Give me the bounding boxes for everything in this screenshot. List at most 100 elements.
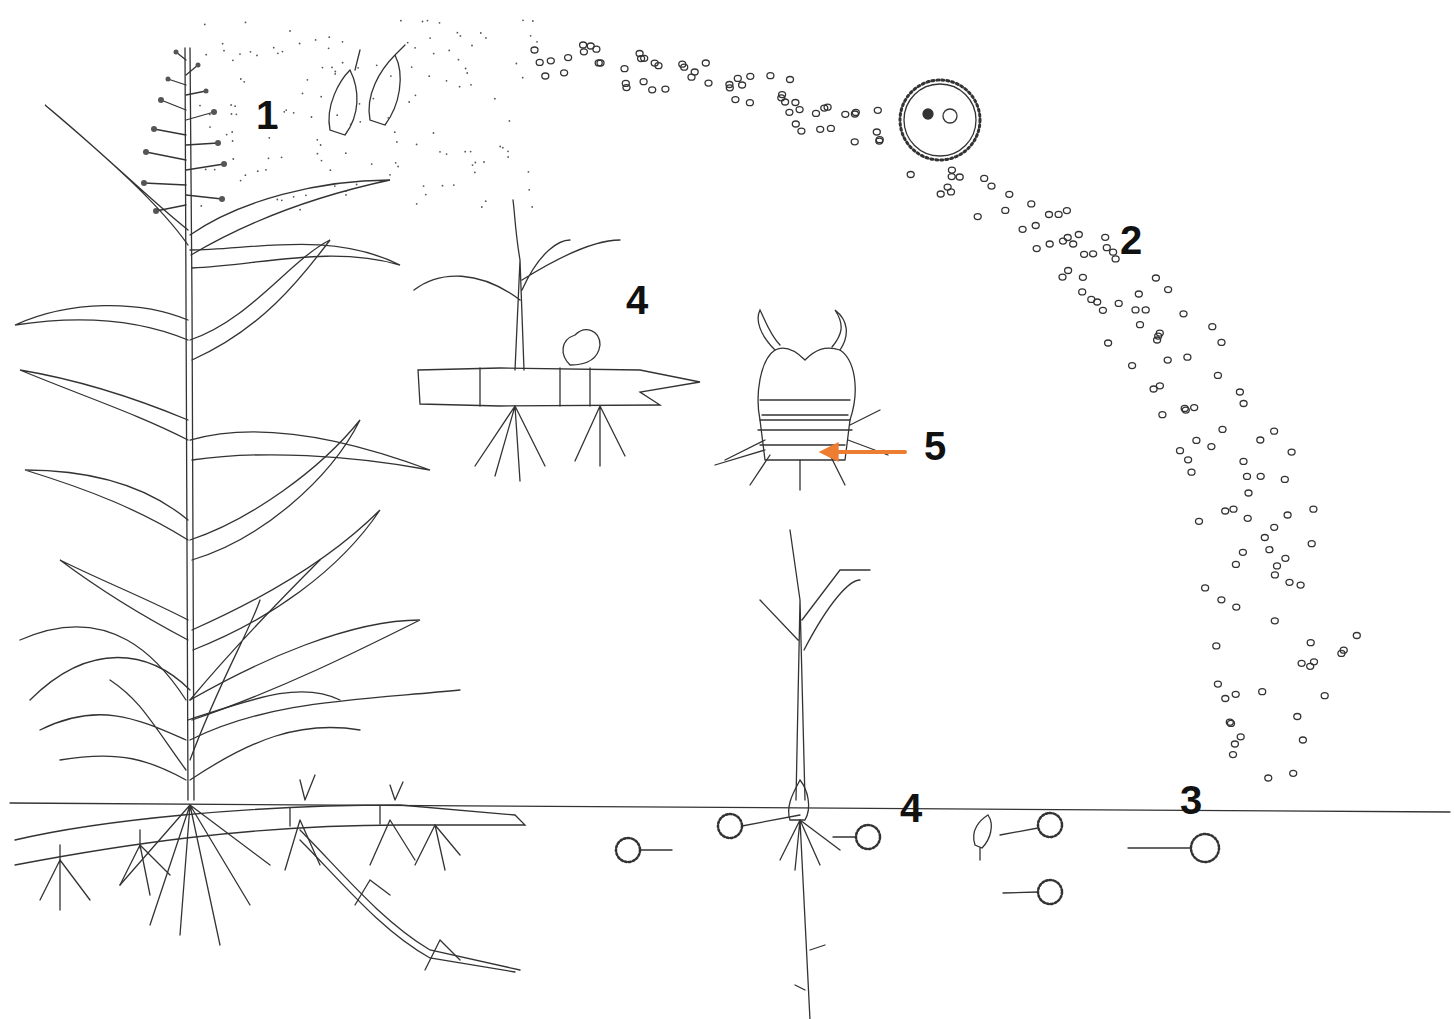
- spore: [623, 85, 630, 91]
- spore: [1290, 770, 1297, 776]
- spore: [1237, 734, 1244, 740]
- spore: [1137, 322, 1144, 328]
- spore: [1240, 458, 1247, 464]
- spore-haze: [205, 54, 207, 56]
- spore-haze: [302, 93, 304, 95]
- spore: [1232, 691, 1239, 697]
- spore-haze: [429, 37, 431, 39]
- spore-haze: [256, 55, 258, 57]
- spore-haze: [345, 152, 347, 154]
- spore: [705, 80, 712, 86]
- spore-haze: [316, 139, 318, 141]
- spore: [1046, 241, 1053, 247]
- spore-haze: [281, 156, 283, 158]
- spore: [1064, 235, 1071, 241]
- spore: [1222, 696, 1229, 702]
- spore-haze: [232, 140, 234, 142]
- spore: [640, 79, 647, 85]
- spore: [531, 47, 538, 53]
- spore-haze: [433, 53, 435, 55]
- spore-haze: [507, 156, 509, 158]
- spore: [948, 189, 955, 195]
- spore-haze: [205, 169, 207, 171]
- spore: [1232, 561, 1239, 567]
- spore-haze: [315, 39, 317, 41]
- spore-haze: [299, 43, 301, 45]
- spore: [1159, 412, 1166, 418]
- spore-haze: [516, 63, 518, 65]
- spore-haze: [200, 205, 202, 207]
- spore: [597, 60, 604, 66]
- spore: [821, 105, 828, 111]
- spore: [1099, 307, 1106, 313]
- spore: [1266, 547, 1273, 553]
- spore-haze: [250, 51, 252, 53]
- spore-haze: [471, 45, 473, 47]
- spore-haze: [481, 206, 483, 208]
- spore: [1135, 291, 1142, 297]
- callout-number: 4: [900, 788, 922, 828]
- spore: [1188, 469, 1195, 475]
- spore: [1244, 515, 1251, 521]
- spore: [1193, 437, 1200, 443]
- spore: [981, 175, 988, 181]
- spore-haze: [277, 52, 279, 54]
- spore: [1214, 372, 1221, 378]
- spore-haze: [223, 50, 225, 52]
- spore-haze: [282, 51, 284, 53]
- spore-haze: [317, 153, 319, 155]
- spore-haze: [209, 114, 211, 116]
- spore: [1259, 689, 1266, 695]
- spore-haze: [209, 126, 211, 128]
- spore-haze: [231, 131, 233, 133]
- spore: [1129, 363, 1136, 369]
- spore: [798, 128, 805, 134]
- spore-haze: [331, 67, 333, 69]
- spore: [1308, 541, 1315, 547]
- spore: [662, 86, 669, 92]
- spore-haze: [257, 170, 259, 172]
- spore: [786, 109, 793, 115]
- spore-haze: [439, 151, 441, 153]
- spore-haze: [465, 68, 467, 70]
- spore-haze: [320, 96, 322, 98]
- spore-haze: [485, 200, 487, 202]
- spore-haze: [422, 21, 424, 23]
- spore: [1298, 660, 1305, 666]
- spore: [561, 70, 568, 76]
- spore-haze: [236, 113, 238, 115]
- spore: [767, 73, 774, 79]
- spore: [1239, 549, 1246, 555]
- spore: [1191, 405, 1198, 411]
- spore-haze: [289, 30, 291, 32]
- spore: [702, 60, 709, 66]
- spore: [851, 139, 858, 145]
- spore: [621, 66, 628, 72]
- spore: [542, 73, 549, 79]
- spore-haze: [416, 203, 418, 205]
- spore: [1094, 299, 1101, 305]
- spore: [787, 77, 794, 83]
- spore: [734, 75, 741, 81]
- spore-haze: [536, 41, 538, 43]
- spore: [1236, 389, 1243, 395]
- spore-haze: [388, 117, 390, 119]
- spore-haze: [423, 185, 425, 187]
- spore: [1115, 300, 1122, 306]
- spore: [1265, 775, 1272, 781]
- spore: [641, 55, 648, 61]
- spore: [988, 183, 995, 189]
- spore: [1090, 251, 1097, 257]
- spore-haze: [371, 163, 373, 165]
- spore: [1213, 643, 1220, 649]
- spore-haze: [231, 113, 233, 115]
- spore: [782, 99, 789, 105]
- spore-haze: [396, 141, 398, 143]
- spore: [1165, 287, 1172, 293]
- spore-haze: [507, 150, 509, 152]
- spore-haze: [499, 146, 501, 148]
- spore-haze: [336, 114, 338, 116]
- spore: [1028, 201, 1035, 207]
- spore: [1281, 476, 1288, 482]
- spore-haze: [400, 20, 402, 22]
